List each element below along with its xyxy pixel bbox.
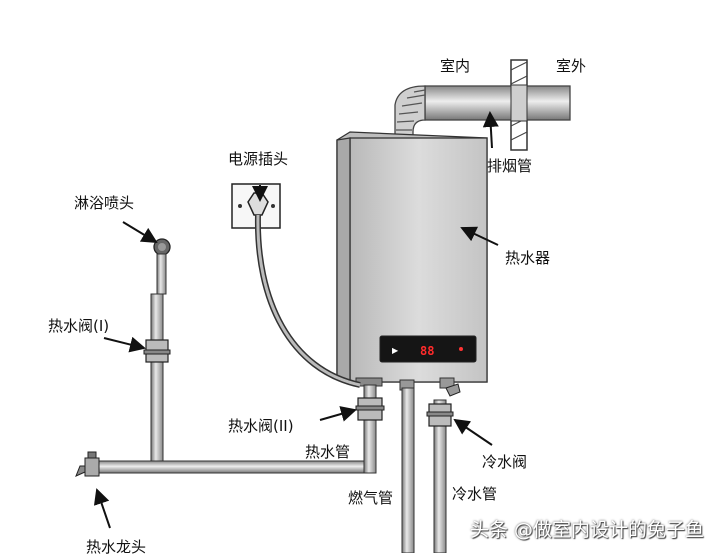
gas-pipe [401,387,415,553]
label-cold-valve: 冷水阀 [482,453,528,471]
control-panel [379,335,477,363]
label-indoor: 室内 [440,57,471,75]
label-hot-pipe: 热水管 [305,443,351,461]
hot-faucet [75,451,100,477]
power-outlet [231,183,281,229]
shower-head-arrow [122,221,158,244]
label-water-heater: 热水器 [505,249,551,267]
label-gas-pipe: 燃气管 [348,489,394,507]
label-cold-pipe: 冷水管 [452,485,498,503]
hot-valve-2-arrow [319,406,357,422]
temperature-display: 88 [420,344,434,358]
label-hot-faucet: 热水龙头 [86,538,147,556]
label-power-plug: 电源插头 [228,150,289,168]
horizontal-hot-pipe [94,460,371,474]
label-outdoor: 室外 [556,57,587,75]
pointer-arrows [93,111,499,529]
water-heater-unit: ▶ 88 [336,131,488,391]
label-hot-valve-1: 热水阀(I) [48,317,110,335]
cold-valve-arrow [453,418,493,446]
shower-head [153,238,171,295]
svg-text:▶: ▶ [392,346,399,355]
shower-riser-pipe [150,293,164,470]
exhaust-pipe-arrow [482,111,499,149]
cold-water-pipe [433,399,447,553]
label-exhaust-pipe: 排烟管 [487,157,533,175]
faucet-arrow [93,488,111,529]
label-hot-valve-2: 热水阀(II) [228,417,294,435]
watermark: 头条 @做室内设计的兔子鱼 [470,519,705,541]
water-heater-arrow [460,226,499,246]
hot-valve-1-arrow [103,336,146,353]
exhaust-pipe [394,84,571,141]
label-shower-head: 淋浴喷头 [74,194,135,212]
